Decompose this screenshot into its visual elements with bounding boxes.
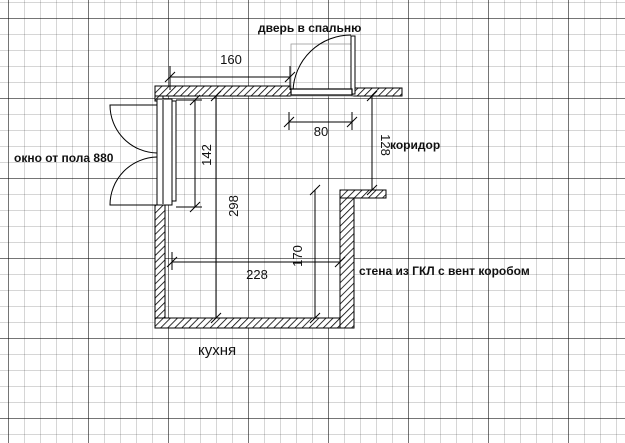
door-swing-arc	[292, 34, 352, 92]
left-wall-lower	[154, 204, 166, 329]
dim-top-wall: 160	[220, 52, 242, 67]
dim-niche-depth: 170	[290, 245, 305, 267]
drywall-wall-horizontal	[339, 189, 387, 199]
bedroom-door	[290, 34, 356, 97]
window-frame	[156, 98, 173, 206]
dim-window-height: 142	[199, 144, 214, 166]
window-sash-upper	[109, 104, 158, 154]
door-leaf	[350, 35, 356, 95]
window-sill	[171, 100, 177, 202]
top-wall-right	[351, 87, 403, 97]
dim-room-depth: 298	[226, 195, 241, 217]
door-opening-frame	[290, 43, 354, 97]
bottom-wall	[154, 317, 355, 329]
label-window: окно от пола 880	[14, 151, 114, 165]
dim-corridor-opening: 128	[378, 134, 393, 156]
top-wall	[154, 85, 292, 97]
window	[109, 98, 177, 206]
label-corridor: коридор	[390, 138, 440, 152]
label-drywall-wall: стена из ГКЛ с вент коробом	[359, 264, 530, 278]
label-kitchen: кухня	[198, 342, 236, 359]
dimension-lines	[164, 66, 378, 324]
window-sash-lower	[109, 156, 158, 206]
dim-room-width: 228	[246, 267, 268, 282]
label-bedroom-door: дверь в спальню	[258, 21, 361, 35]
dim-door-width: 80	[314, 124, 328, 139]
door-threshold	[290, 88, 353, 96]
